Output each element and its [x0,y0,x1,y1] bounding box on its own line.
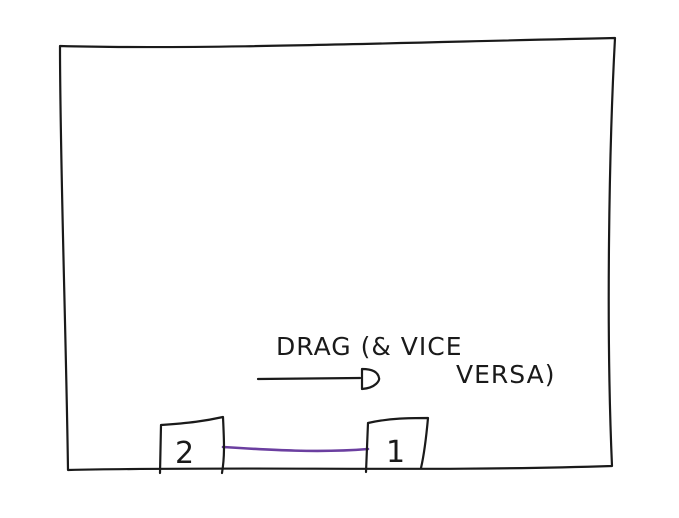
box-right-label: 1 [386,435,405,470]
box-right[interactable] [364,416,430,474]
drag-arrow-line [256,376,362,381]
drag-annotation-line1: DRAG (& VICE [276,332,463,361]
box-connector [221,445,370,453]
box-left[interactable] [158,415,226,475]
drag-annotation-line2: VERSA) [456,360,555,389]
box-left-label: 2 [175,436,194,471]
window-frame [58,36,617,472]
drag-arrow-head [360,367,381,391]
